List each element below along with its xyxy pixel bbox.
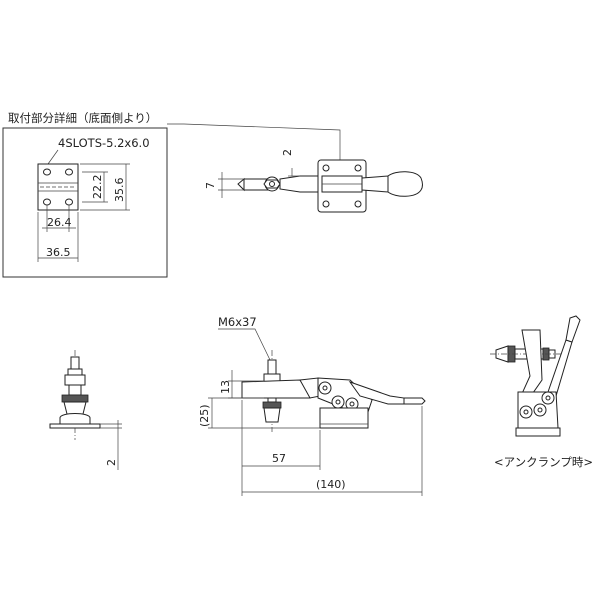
mounting-detail: 取付部分詳細（底面側より） 4SLOTS-5.2x6.0 22.2 35.6 xyxy=(2,111,341,278)
top-dim-2: 2 xyxy=(281,149,294,156)
side-dim-13: 13 xyxy=(219,380,232,394)
detail-base-plate xyxy=(37,163,79,211)
detail-leader xyxy=(167,123,341,160)
unclamp-view: <アンクランプ時> xyxy=(490,315,593,469)
dim-35-6: 35.6 xyxy=(113,178,126,203)
side-dim-140: (140) xyxy=(316,478,346,491)
top-handle-grip xyxy=(387,171,423,197)
end-view: 2 xyxy=(49,350,122,470)
side-dim-57: 57 xyxy=(272,452,286,465)
bolt-label: M6x37 xyxy=(218,315,257,329)
top-view: 2 7 xyxy=(204,149,423,213)
slots-label: 4SLOTS-5.2x6.0 xyxy=(58,136,150,150)
side-dim-25: (25) xyxy=(198,404,211,427)
dim-36-5: 36.5 xyxy=(46,246,71,259)
dim-22-2: 22.2 xyxy=(91,175,104,200)
detail-title: 取付部分詳細（底面側より） xyxy=(8,111,157,125)
slots-leader xyxy=(47,149,59,165)
end-dim-2: 2 xyxy=(105,459,118,466)
detail-frame xyxy=(2,127,168,278)
top-dim-7: 7 xyxy=(204,182,217,189)
unclamp-caption: <アンクランプ時> xyxy=(494,455,593,469)
dim-26-4: 26.4 xyxy=(47,216,72,229)
side-view: M6x37 13 (25) xyxy=(198,315,426,496)
side-handle-grip xyxy=(403,397,426,405)
